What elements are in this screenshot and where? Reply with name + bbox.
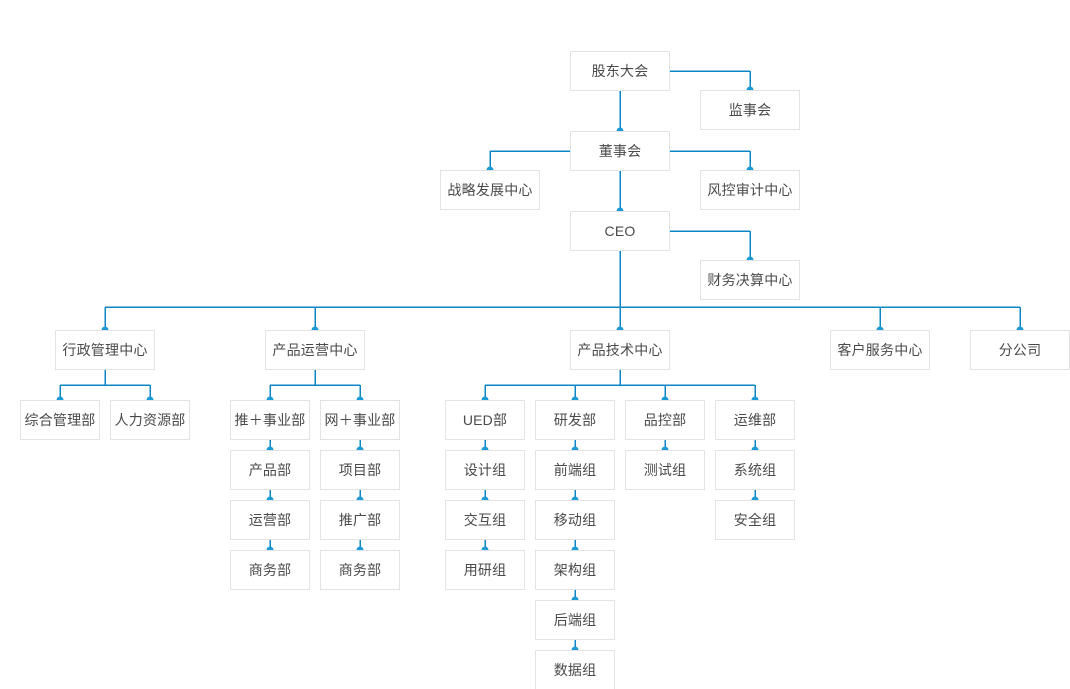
org-node-label: 行政管理中心 xyxy=(62,341,148,358)
org-node-arch_team[interactable]: 架构组 xyxy=(535,550,615,590)
org-node-label: 产品技术中心 xyxy=(577,341,663,358)
org-node-backend_team[interactable]: 后端组 xyxy=(535,600,615,640)
org-node-label: 商务部 xyxy=(248,561,292,578)
org-node-label: 前端组 xyxy=(553,461,597,478)
org-node-label: 运维部 xyxy=(733,411,777,428)
org-node-label: 综合管理部 xyxy=(24,411,96,428)
org-node-label: 研发部 xyxy=(553,411,597,428)
org-node-research_team[interactable]: 用研组 xyxy=(445,550,525,590)
org-node-finance[interactable]: 财务决算中心 xyxy=(700,260,800,300)
org-node-label: 董事会 xyxy=(598,142,642,159)
org-node-product_dept[interactable]: 产品部 xyxy=(230,450,310,490)
org-node-label: 移动组 xyxy=(553,511,597,528)
org-node-tuiplus[interactable]: 推＋事业部 xyxy=(230,400,310,440)
org-node-promo_dept[interactable]: 推广部 xyxy=(320,500,400,540)
org-node-label: 商务部 xyxy=(338,561,382,578)
org-node-label: 安全组 xyxy=(733,511,777,528)
org-node-label: 设计组 xyxy=(463,461,507,478)
org-node-label: 测试组 xyxy=(643,461,687,478)
org-node-label: 监事会 xyxy=(728,101,772,118)
org-node-label: 财务决算中心 xyxy=(707,271,793,288)
org-node-riskaudit[interactable]: 风控审计中心 xyxy=(700,170,800,210)
org-node-label: CEO xyxy=(604,222,636,239)
org-node-label: 分公司 xyxy=(998,341,1042,358)
org-node-wangplus[interactable]: 网＋事业部 xyxy=(320,400,400,440)
org-node-design_team[interactable]: 设计组 xyxy=(445,450,525,490)
org-node-label: 用研组 xyxy=(463,561,507,578)
org-node-label: 网＋事业部 xyxy=(324,411,396,428)
org-node-biz_dept_a[interactable]: 商务部 xyxy=(230,550,310,590)
org-node-label: 推广部 xyxy=(338,511,382,528)
org-node-label: 人力资源部 xyxy=(114,411,186,428)
org-node-data_team[interactable]: 数据组 xyxy=(535,650,615,689)
org-node-label: 客户服务中心 xyxy=(837,341,923,358)
org-node-branch[interactable]: 分公司 xyxy=(970,330,1070,370)
org-node-label: 推＋事业部 xyxy=(234,411,306,428)
org-node-customer[interactable]: 客户服务中心 xyxy=(830,330,930,370)
org-node-hr[interactable]: 人力资源部 xyxy=(110,400,190,440)
org-node-qa[interactable]: 品控部 xyxy=(625,400,705,440)
org-node-ops_dept[interactable]: 运营部 xyxy=(230,500,310,540)
org-node-shareholders[interactable]: 股东大会 xyxy=(570,51,670,91)
org-node-admin[interactable]: 行政管理中心 xyxy=(55,330,155,370)
org-node-ceo[interactable]: CEO xyxy=(570,211,670,251)
org-node-label: 战略发展中心 xyxy=(447,181,533,198)
org-node-label: 数据组 xyxy=(553,661,597,678)
org-node-label: 后端组 xyxy=(553,611,597,628)
org-node-label: 风控审计中心 xyxy=(707,181,793,198)
org-node-strategy[interactable]: 战略发展中心 xyxy=(440,170,540,210)
org-node-mobile_team[interactable]: 移动组 xyxy=(535,500,615,540)
org-node-label: 产品运营中心 xyxy=(272,341,358,358)
org-node-frontend_team[interactable]: 前端组 xyxy=(535,450,615,490)
org-node-system_team[interactable]: 系统组 xyxy=(715,450,795,490)
org-node-prodtech[interactable]: 产品技术中心 xyxy=(570,330,670,370)
org-node-label: 系统组 xyxy=(733,461,777,478)
org-node-prodops[interactable]: 产品运营中心 xyxy=(265,330,365,370)
org-node-biz_dept_b[interactable]: 商务部 xyxy=(320,550,400,590)
org-node-label: 股东大会 xyxy=(591,62,649,79)
org-node-ued[interactable]: UED部 xyxy=(445,400,525,440)
org-node-board[interactable]: 董事会 xyxy=(570,131,670,171)
org-node-label: 交互组 xyxy=(463,511,507,528)
org-node-label: UED部 xyxy=(462,411,508,428)
org-node-supervisors[interactable]: 监事会 xyxy=(700,90,800,130)
org-node-label: 架构组 xyxy=(553,561,597,578)
org-node-general[interactable]: 综合管理部 xyxy=(20,400,100,440)
org-node-interact_team[interactable]: 交互组 xyxy=(445,500,525,540)
org-node-label: 运营部 xyxy=(248,511,292,528)
org-node-label: 项目部 xyxy=(338,461,382,478)
org-node-rnd[interactable]: 研发部 xyxy=(535,400,615,440)
org-node-security_team[interactable]: 安全组 xyxy=(715,500,795,540)
org-node-ops[interactable]: 运维部 xyxy=(715,400,795,440)
org-node-project_dept[interactable]: 项目部 xyxy=(320,450,400,490)
org-node-label: 产品部 xyxy=(248,461,292,478)
org-node-label: 品控部 xyxy=(643,411,687,428)
org-node-test_team[interactable]: 测试组 xyxy=(625,450,705,490)
